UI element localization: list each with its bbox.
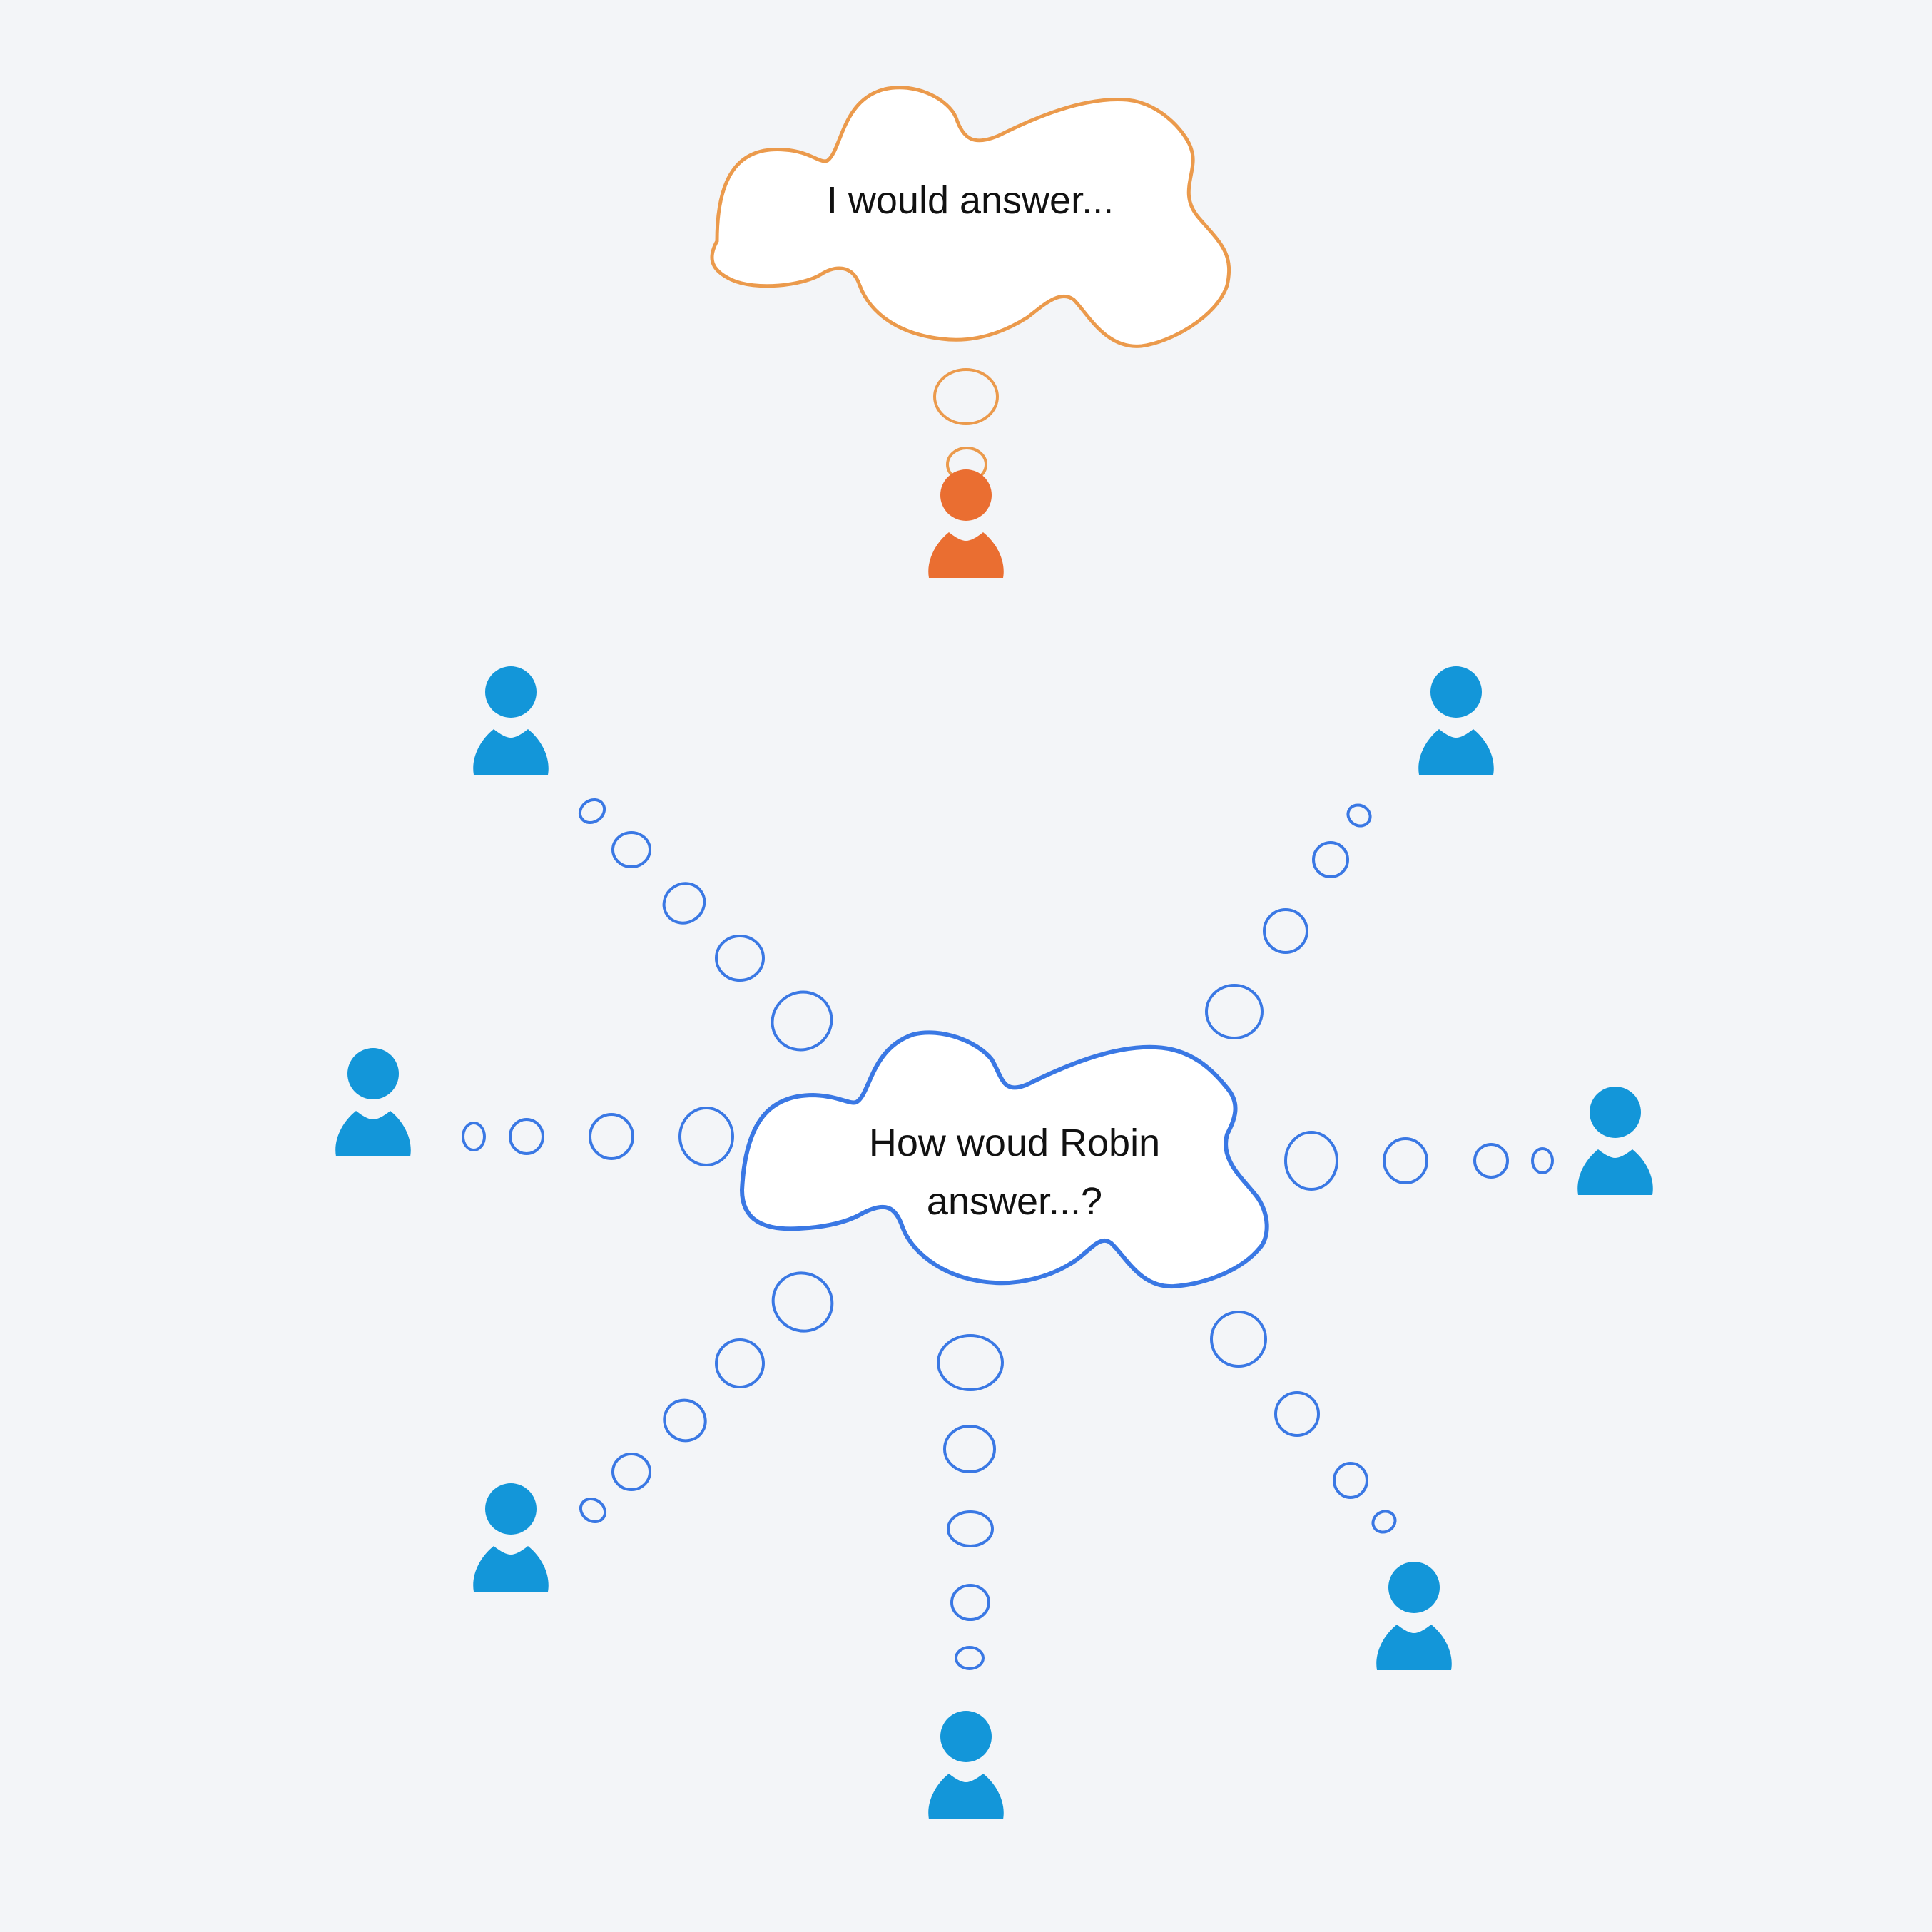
thought-dot bbox=[678, 1107, 734, 1166]
thought-dot bbox=[1371, 1510, 1397, 1534]
thought-chain-top-right bbox=[1205, 803, 1372, 1039]
thought-dot bbox=[1284, 1131, 1338, 1191]
thought-dot bbox=[1383, 1137, 1428, 1184]
thought-dot bbox=[462, 1122, 486, 1151]
person-icon bbox=[1577, 1087, 1653, 1195]
thought-dot bbox=[715, 935, 765, 982]
person-icon bbox=[1376, 1562, 1452, 1670]
thought-dot bbox=[950, 1584, 990, 1621]
top-thought-cloud: I would answer... bbox=[710, 86, 1231, 348]
thought-chain-bottom bbox=[937, 1334, 1004, 1670]
center-thought-cloud: How woud Robin answer...? bbox=[739, 1030, 1269, 1289]
blue-thought-dots bbox=[462, 798, 1554, 1670]
top-cloud-text: I would answer... bbox=[827, 179, 1114, 222]
thought-dot bbox=[589, 1113, 634, 1160]
thought-dot bbox=[937, 1334, 1004, 1391]
thought-dot bbox=[1205, 984, 1264, 1039]
person-icon bbox=[1418, 666, 1494, 775]
thought-chain-left bbox=[462, 1107, 734, 1166]
thought-dot bbox=[933, 368, 999, 425]
thought-dot bbox=[1333, 1462, 1368, 1499]
top-thought-dots bbox=[933, 368, 999, 482]
thought-dot bbox=[771, 990, 833, 1052]
person-icon bbox=[335, 1048, 411, 1156]
thought-dot bbox=[611, 831, 651, 868]
thought-dot bbox=[579, 1497, 607, 1524]
thought-dot bbox=[771, 1271, 834, 1333]
thought-chain-bottom-left bbox=[579, 1271, 834, 1524]
center-cloud-text-line1: How woud Robin bbox=[869, 1122, 1160, 1164]
thought-chain-right bbox=[1284, 1131, 1554, 1191]
thought-dot bbox=[509, 1118, 544, 1155]
thought-dot bbox=[1473, 1143, 1509, 1179]
thought-dot bbox=[1263, 908, 1308, 954]
thought-dot bbox=[1210, 1311, 1267, 1368]
person-icon bbox=[473, 666, 549, 775]
thought-dot bbox=[578, 798, 606, 825]
thought-dot bbox=[1312, 841, 1349, 878]
thought-dot bbox=[611, 1453, 651, 1491]
thought-chain-bottom-right bbox=[1210, 1311, 1397, 1534]
thought-dot bbox=[662, 882, 706, 925]
thought-dot bbox=[955, 1646, 985, 1670]
thought-dot bbox=[715, 1338, 765, 1388]
thought-dot bbox=[943, 1425, 996, 1473]
center-cloud-text-line2: answer...? bbox=[927, 1180, 1102, 1223]
thought-dot bbox=[1531, 1147, 1554, 1174]
thought-dot bbox=[947, 1510, 994, 1547]
person-icon bbox=[473, 1483, 549, 1592]
thought-dot bbox=[663, 1398, 707, 1443]
thought-dot bbox=[1346, 803, 1372, 828]
top-person-icon bbox=[928, 469, 1004, 578]
thought-dot bbox=[1274, 1391, 1320, 1437]
person-icon bbox=[928, 1711, 1004, 1819]
thought-chain-top-left bbox=[578, 798, 833, 1052]
